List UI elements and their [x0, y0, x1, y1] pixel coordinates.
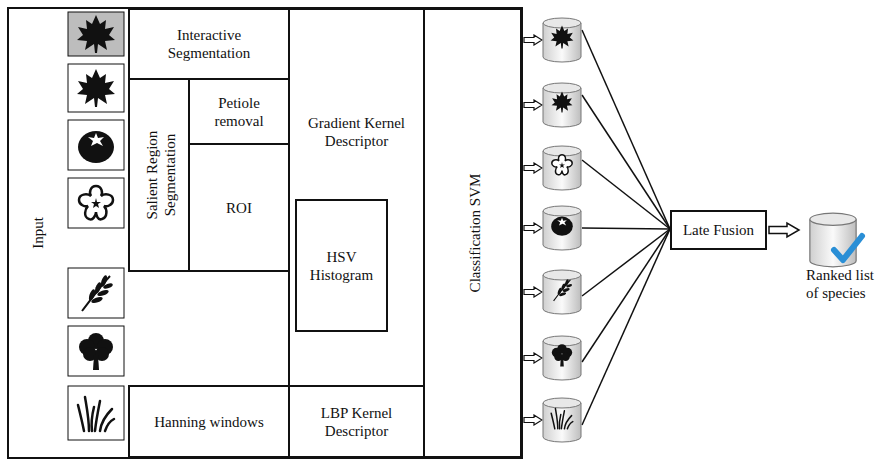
- process-box: Hanning windows: [128, 385, 290, 458]
- node-label: ROI: [226, 199, 252, 217]
- process-box: ROI: [188, 143, 290, 272]
- classifier-box: Classification SVM: [423, 8, 522, 458]
- fusion-box: Late Fusion: [670, 210, 767, 250]
- node-label: LBP Kernel Descriptor: [294, 404, 419, 440]
- node-label: Interactive Segmentation: [134, 26, 284, 62]
- node-label: Salient Region Segmentation: [143, 100, 179, 250]
- descriptor-box: LBP Kernel Descriptor: [288, 385, 425, 458]
- node-label: HSV Histogram: [301, 248, 382, 284]
- node-label: Input: [29, 14, 47, 452]
- process-box: Salient Region Segmentation: [128, 78, 190, 272]
- node-label: Ranked list of species: [806, 266, 884, 302]
- process-box: Petiole removal: [188, 78, 290, 145]
- hollow-arrow: [769, 223, 799, 237]
- result-database: Ranked list of species: [800, 212, 886, 304]
- process-box: Interactive Segmentation: [128, 8, 290, 80]
- node-label: Gradient Kernel Descriptor: [294, 114, 419, 150]
- node-label: Hanning windows: [154, 413, 264, 431]
- descriptor-box: Gradient Kernel DescriptorHSV Histogram: [288, 8, 425, 387]
- input-column: Input: [8, 8, 130, 458]
- node-label: Petiole removal: [194, 94, 284, 130]
- node-label: Late Fusion: [683, 221, 754, 239]
- node-label: Classification SVM: [466, 14, 484, 452]
- descriptor-box: HSV Histogram: [295, 199, 388, 332]
